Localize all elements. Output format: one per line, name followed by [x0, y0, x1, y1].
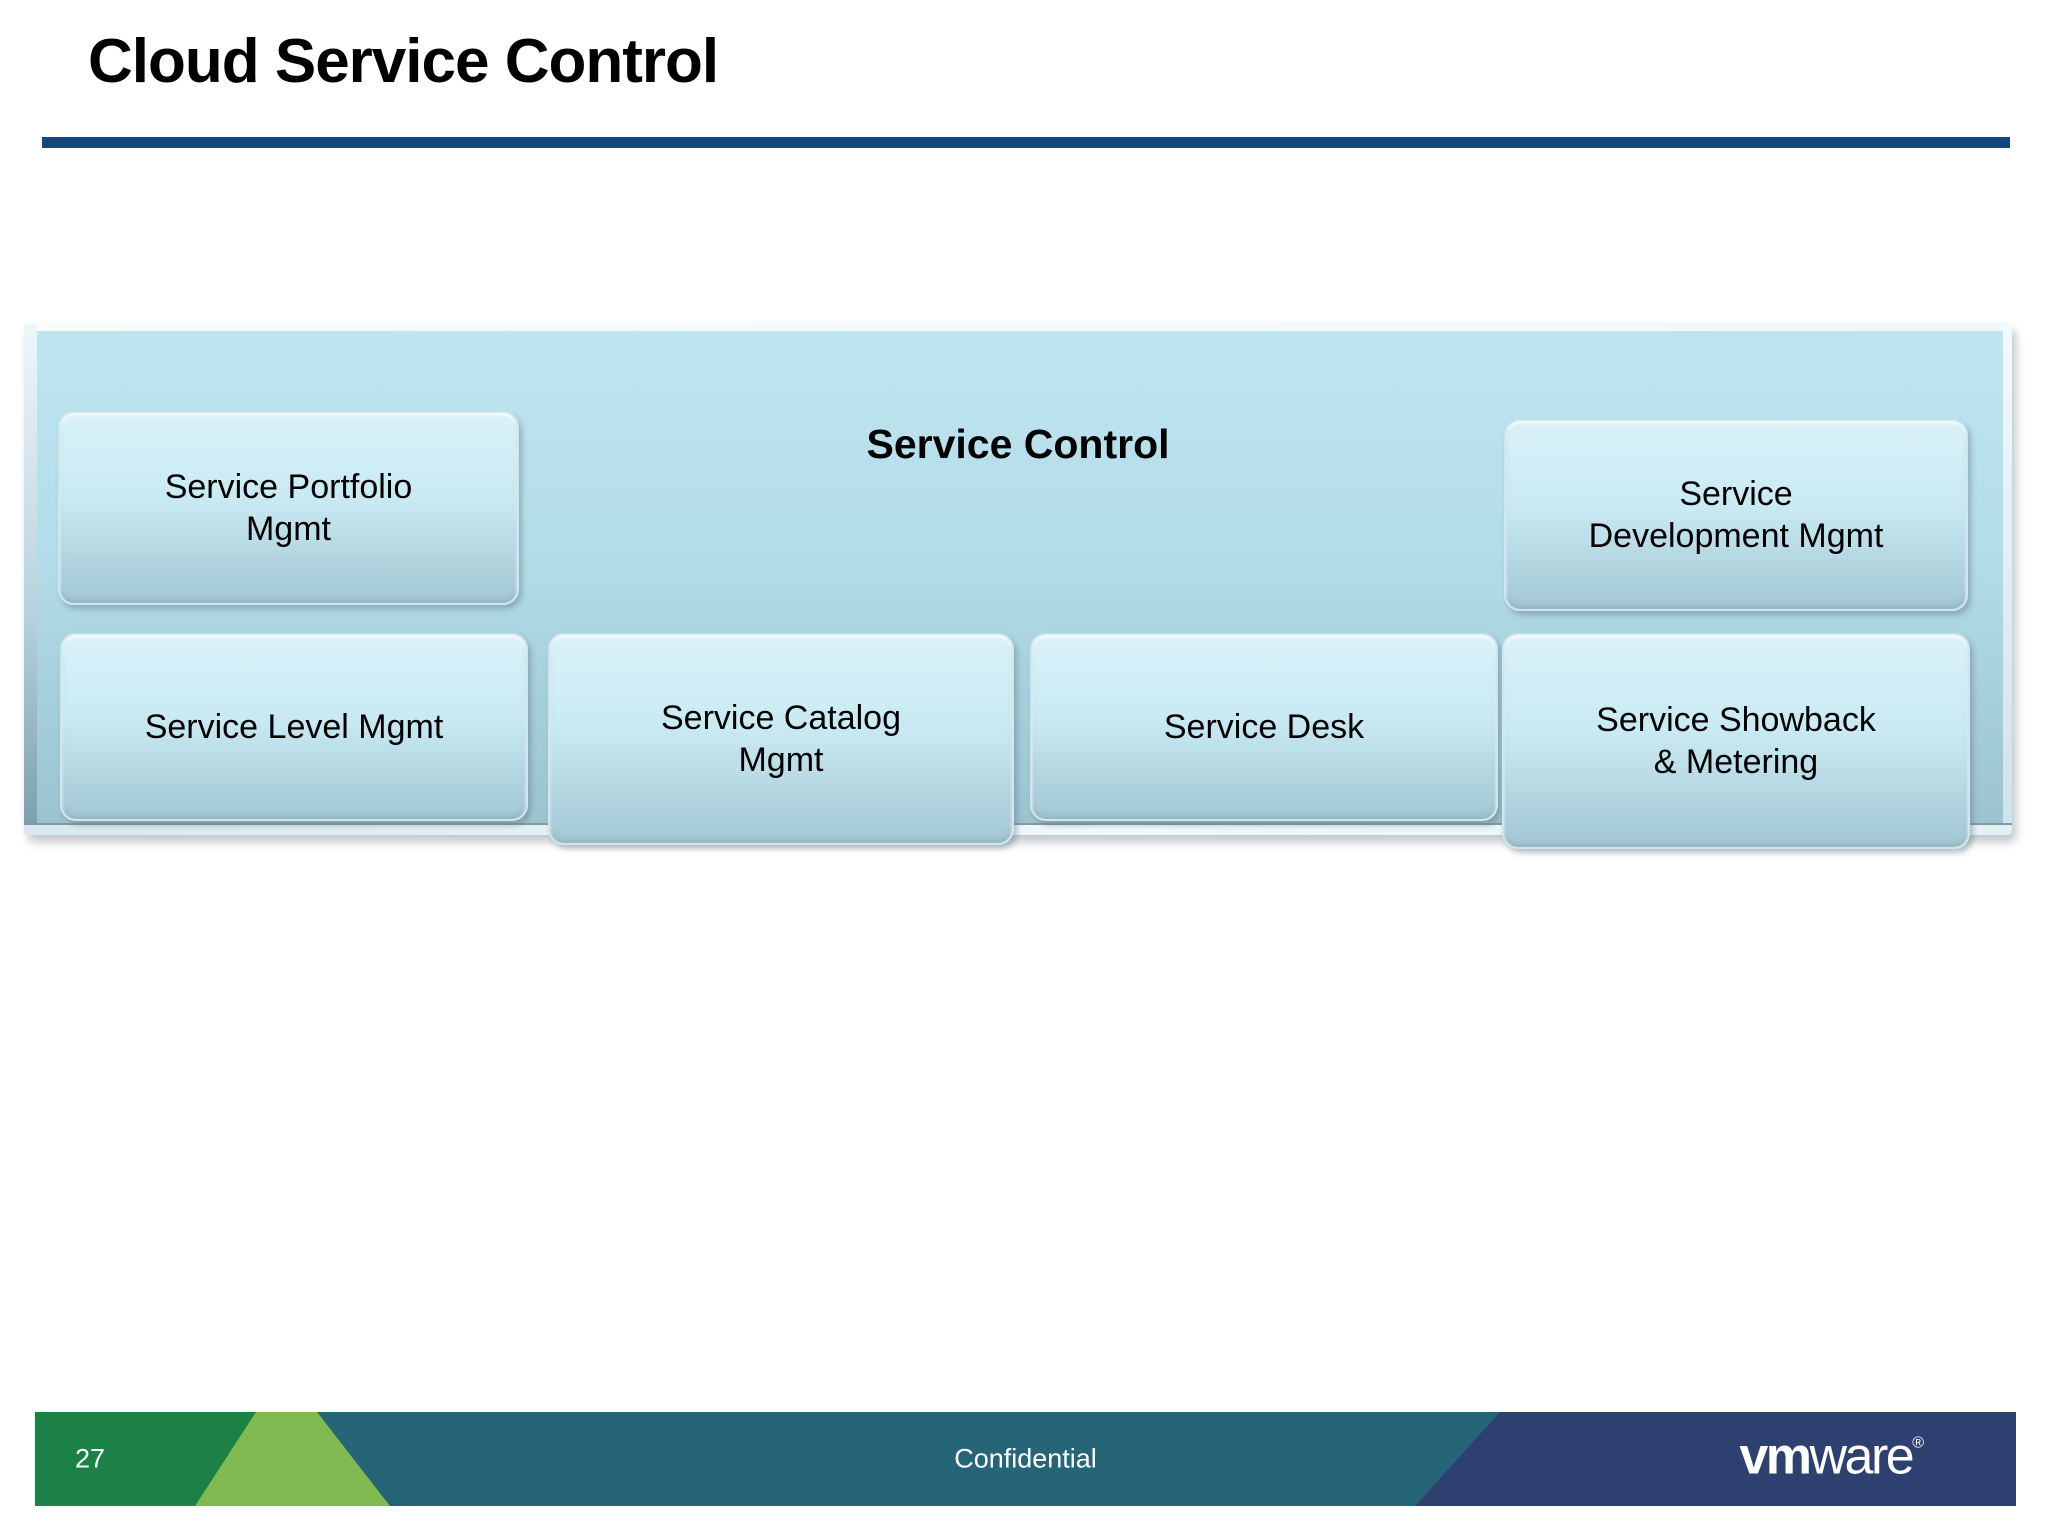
footer-shape-light-green-triangle	[195, 1412, 390, 1506]
panel-bevel-top	[24, 323, 2012, 331]
panel-heading: Service Control	[866, 421, 1170, 467]
service-control-panel: Service Control Service Portfolio Mgmt S…	[24, 323, 2012, 849]
box-service-showback-metering: Service Showback & Metering	[1502, 633, 1970, 849]
box-service-level-mgmt: Service Level Mgmt	[60, 633, 528, 821]
registered-trademark-icon: ®	[1912, 1434, 1924, 1452]
vmware-logo-ware: ware	[1809, 1427, 1914, 1486]
vmware-logo-vm: vm	[1739, 1427, 1812, 1486]
box-service-development-mgmt: Service Development Mgmt	[1504, 419, 1968, 611]
title-divider-bar	[42, 137, 2010, 148]
panel-bevel-left	[24, 323, 37, 835]
box-service-portfolio-mgmt: Service Portfolio Mgmt	[58, 411, 519, 605]
box-service-catalog-mgmt: Service Catalog Mgmt	[548, 633, 1014, 845]
footer-background-shapes	[35, 1412, 2016, 1506]
footer-shape-dark-green	[35, 1412, 256, 1506]
vmware-logo: vmware®	[1739, 1427, 1924, 1487]
confidential-label: Confidential	[954, 1443, 1097, 1474]
slide-title: Cloud Service Control	[88, 27, 719, 96]
footer-shape-navy	[1415, 1412, 2016, 1506]
page-number: 27	[75, 1443, 106, 1474]
footer-bar: 27 Confidential vmware®	[35, 1412, 2016, 1506]
panel-bevel-right	[2003, 323, 2012, 835]
box-service-desk: Service Desk	[1030, 633, 1498, 821]
